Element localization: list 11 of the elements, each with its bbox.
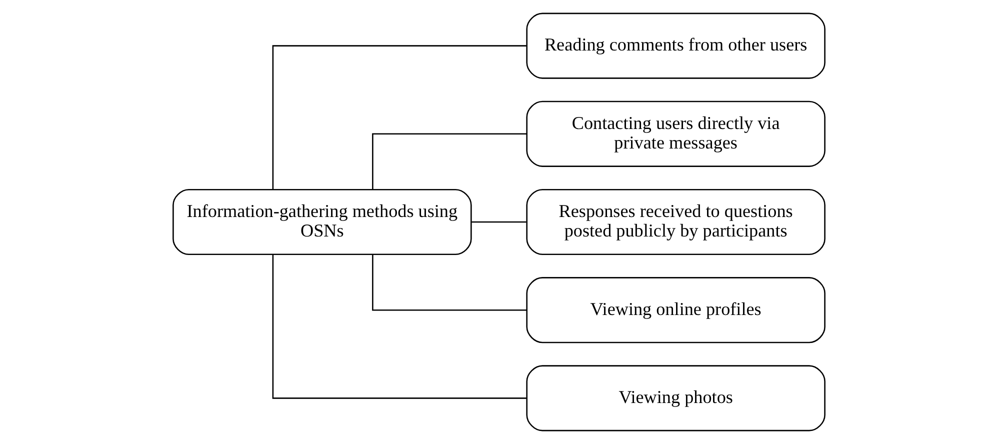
connector [272,254,526,399]
node-box: Viewing online profiles [526,277,826,344]
node-box: Contacting users directly via private messages [526,100,826,167]
node-box: Viewing photos [526,365,826,432]
node-box: Responses received to questions posted publicly by participants [526,188,826,256]
connector [372,133,526,190]
connector [472,221,526,223]
node-box: Information-gathering methods using OSNs [172,188,472,256]
connector [372,254,526,311]
node-box: Reading comments from other users [526,12,826,79]
connector [272,45,526,190]
